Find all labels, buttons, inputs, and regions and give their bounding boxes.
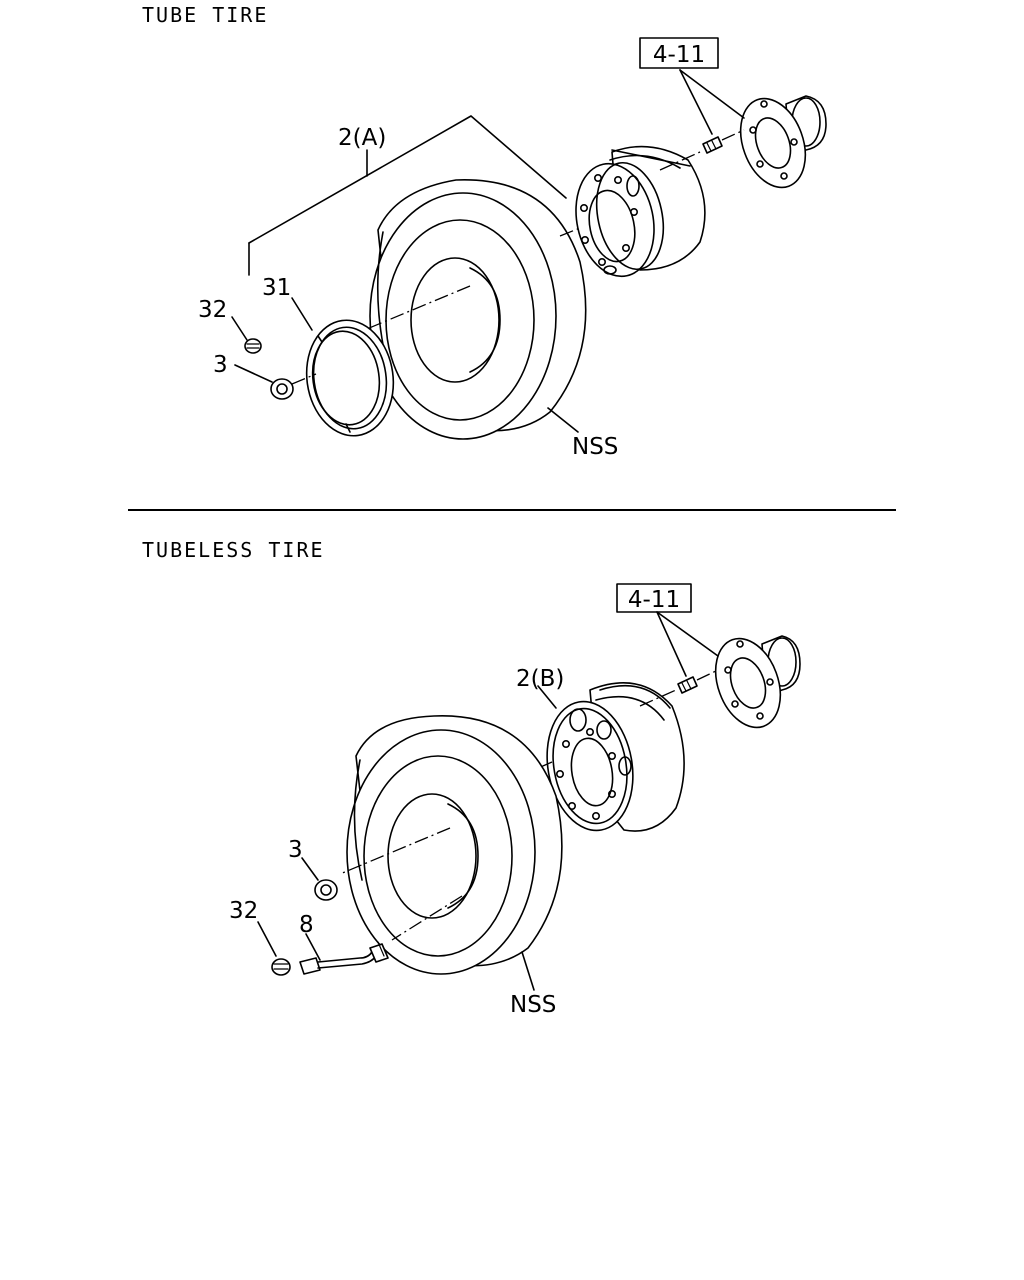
wheel-rim-b — [519, 682, 685, 832]
hub-ref-b[interactable]: 4-11 — [628, 587, 680, 613]
hub-stud — [702, 129, 745, 154]
label-cap-32-a[interactable]: 32 — [198, 297, 227, 323]
label-wheel-assy-b[interactable]: 2(B) — [516, 666, 564, 692]
label-nut-3-a[interactable]: 3 — [213, 352, 228, 378]
nut-3-b — [314, 879, 338, 901]
label-valve-8[interactable]: 8 — [299, 912, 314, 938]
valve-8 — [299, 941, 389, 975]
hub-stud-b — [677, 669, 719, 694]
label-tire-nss-b[interactable]: NSS — [510, 992, 556, 1018]
label-cap-32-b[interactable]: 32 — [229, 898, 258, 924]
hub-assembly-b — [714, 635, 801, 729]
nut-3-a — [270, 373, 317, 400]
tubeless-tire-section: TUBELESS TIRE — [142, 538, 801, 1018]
cap-32-b — [271, 958, 291, 976]
tube-tire-title: TUBE TIRE — [142, 3, 268, 27]
tire-a — [349, 179, 587, 440]
tube-leaders — [231, 69, 745, 433]
side-ring-31 — [305, 319, 395, 437]
hub-ref-a[interactable]: 4-11 — [653, 42, 705, 68]
tubeless-leaders — [257, 611, 719, 991]
cap-32-a — [244, 338, 262, 354]
label-tire-nss-a[interactable]: NSS — [572, 434, 618, 460]
label-ring-31[interactable]: 31 — [262, 275, 291, 301]
hub-ref-box-a — [639, 37, 719, 69]
label-nut-3-b[interactable]: 3 — [288, 837, 303, 863]
tire-b — [339, 715, 563, 975]
wheel-rim-a — [575, 145, 706, 278]
label-wheel-assy-a[interactable]: 2(A) — [338, 125, 386, 151]
tube-tire-section: TUBE TIRE — [142, 3, 827, 460]
hub-assembly — [739, 95, 827, 189]
hub-ref-box-b — [616, 583, 692, 613]
tubeless-tire-title: TUBELESS TIRE — [142, 538, 325, 562]
